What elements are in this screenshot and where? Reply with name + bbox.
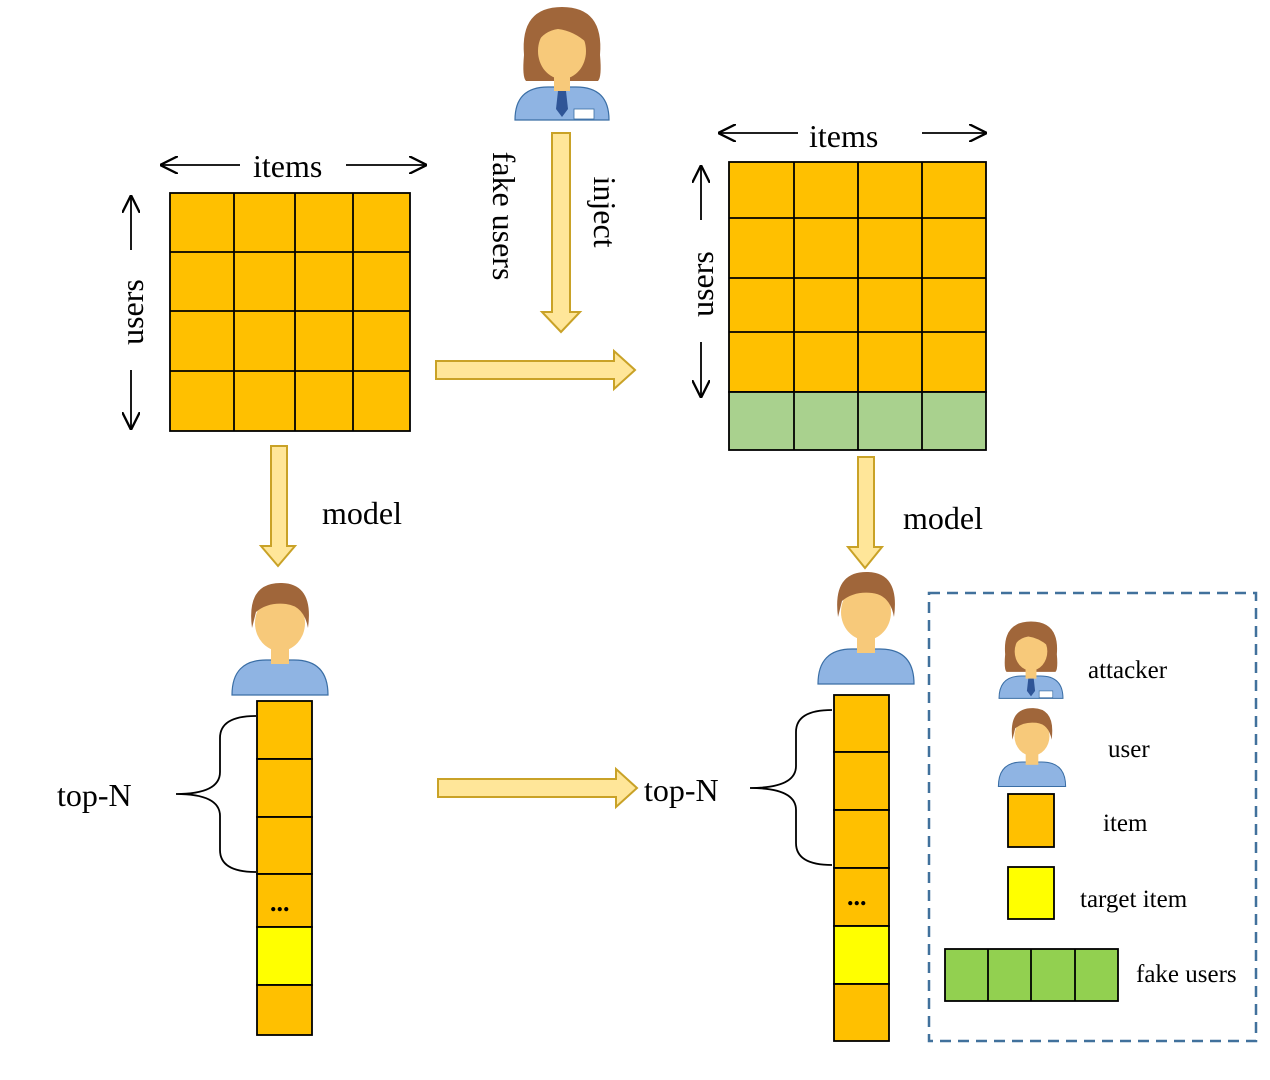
legend-attacker-icon bbox=[998, 621, 1064, 699]
target-item-right bbox=[833, 925, 890, 985]
target-item-left bbox=[256, 926, 313, 986]
brace-icon bbox=[749, 709, 833, 866]
model-label-left: model bbox=[322, 495, 402, 531]
user-icon bbox=[231, 582, 329, 696]
users-label-left: users bbox=[114, 279, 150, 345]
ellipsis-left: ... bbox=[270, 888, 290, 917]
matrix-transfer-arrow bbox=[435, 348, 637, 392]
legend bbox=[927, 591, 1258, 1043]
poisoned-matrix bbox=[728, 161, 987, 451]
inject-arrow bbox=[539, 132, 583, 334]
model-arrow-left bbox=[258, 445, 298, 568]
fake-users-label: fake users bbox=[486, 151, 522, 281]
matrix-cells bbox=[169, 192, 411, 432]
legend-border bbox=[927, 591, 1258, 1043]
model-arrow-right bbox=[845, 456, 885, 570]
attacker-icon bbox=[514, 7, 610, 121]
user-icon bbox=[817, 571, 915, 685]
legend-fake-users-swatch bbox=[944, 948, 1119, 1002]
topn-label-left: top-N bbox=[57, 777, 132, 813]
inject-label: inject bbox=[587, 176, 623, 248]
legend-item-swatch bbox=[1007, 793, 1055, 848]
users-label-right: users bbox=[684, 251, 720, 317]
ellipsis-right: ... bbox=[847, 882, 867, 911]
legend-attacker-label: attacker bbox=[1088, 657, 1168, 684]
items-label-left: items bbox=[253, 148, 323, 184]
legend-target-item-label: target item bbox=[1080, 886, 1188, 913]
legend-target-item-swatch bbox=[1007, 866, 1055, 920]
legend-fake-users-label: fake users bbox=[1136, 961, 1237, 988]
legend-user-label: user bbox=[1108, 736, 1150, 763]
topn-list-left bbox=[256, 700, 313, 1036]
original-matrix bbox=[169, 192, 411, 432]
items-label-right: items bbox=[809, 118, 879, 154]
topn-label-right: top-N bbox=[644, 772, 719, 808]
brace-icon bbox=[175, 715, 257, 873]
legend-user-icon bbox=[997, 708, 1067, 788]
topn-list-right bbox=[833, 694, 890, 1042]
arrow-icon bbox=[258, 132, 885, 810]
result-transfer-arrow bbox=[437, 766, 639, 810]
model-label-right: model bbox=[903, 500, 983, 536]
legend-item-label: item bbox=[1103, 810, 1148, 837]
